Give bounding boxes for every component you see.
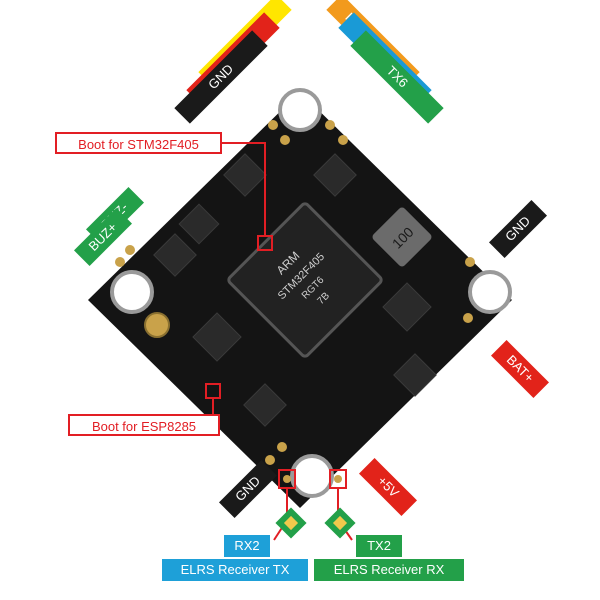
label-boot-esp8285: Boot for ESP8285: [68, 414, 220, 436]
mount-hole-top: [278, 88, 322, 132]
antenna-connector: [144, 312, 170, 338]
label-rx2: RX2: [224, 535, 270, 557]
label-boot-stm32: Boot for STM32F405: [55, 132, 222, 154]
mount-hole-bottom: [290, 454, 334, 498]
mount-hole-left: [110, 270, 154, 314]
label-elrs-receiver-tx: ELRS Receiver TX: [162, 559, 308, 581]
mcu-chip: ARM STM32F405 RGT6 7B: [227, 202, 383, 358]
boot-stm-leader: [222, 142, 266, 236]
pcb-board: ARM STM32F405 RGT6 7B 100: [88, 88, 512, 508]
elrs-tx2-pad: [324, 507, 356, 539]
label-tx2: TX2: [356, 535, 402, 557]
inductor: 100: [372, 207, 432, 267]
elrs-rx2-pad: [275, 507, 307, 539]
label-elrs-receiver-rx: ELRS Receiver RX: [314, 559, 464, 581]
mount-hole-right: [468, 270, 512, 314]
